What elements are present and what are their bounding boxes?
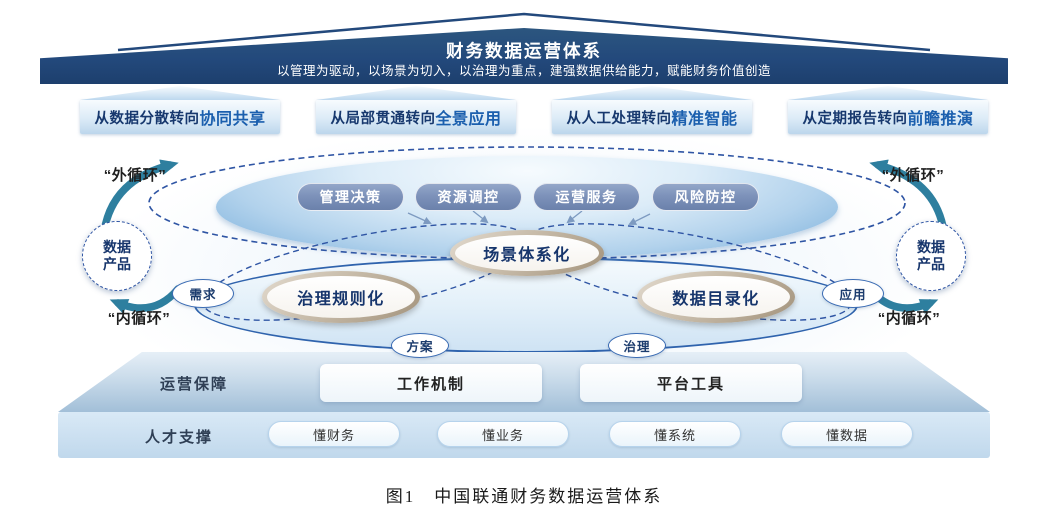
connector-governance: 治理 xyxy=(608,333,666,358)
node-scenario-systematization: 场景体系化 xyxy=(450,230,604,276)
connector-demand: 需求 xyxy=(172,279,234,308)
right-inner-cycle-label: “内循环” xyxy=(877,310,941,327)
data-product-label: 数据产品 xyxy=(103,239,131,272)
scenario-pill-operation: 运营服务 xyxy=(533,183,640,211)
transformation-bar-2: 从局部贯通转向全景应用 xyxy=(316,100,516,134)
talent-item-data: 懂数据 xyxy=(781,421,913,447)
support-item-platform-tools: 平台工具 xyxy=(580,364,802,402)
transformation-highlight: 精准智能 xyxy=(671,111,738,128)
talent-item-finance: 懂财务 xyxy=(268,421,400,447)
title-banner: 财务数据运营体系 以管理为驱动，以场景为切入，以治理为重点，建强数据供给能力，赋… xyxy=(40,28,1008,84)
connector-application: 应用 xyxy=(822,279,884,308)
scenario-pill-resource: 资源调控 xyxy=(415,183,522,211)
right-data-product-circle: 数据产品 xyxy=(896,221,966,291)
support-item-work-mechanism: 工作机制 xyxy=(320,364,542,402)
transformation-prefix: 从数据分散转向 xyxy=(94,110,200,127)
transformation-prefix: 从人工处理转向 xyxy=(566,110,672,127)
node-governance-rules: 治理规则化 xyxy=(262,271,420,323)
node-data-catalog: 数据目录化 xyxy=(637,271,795,323)
transformation-highlight: 前瞻推演 xyxy=(907,111,974,128)
figure-caption: 图1 中国联通财务数据运营体系 xyxy=(385,487,663,506)
left-inner-cycle-label: “内循环” xyxy=(107,310,171,327)
node-label: 数据目录化 xyxy=(642,276,790,318)
right-outer-cycle-label: “外循环” xyxy=(881,167,945,184)
transformation-prefix: 从局部贯通转向 xyxy=(330,110,436,127)
scenario-pill-risk: 风险防控 xyxy=(652,183,759,211)
transformation-highlight: 协同共享 xyxy=(199,111,266,128)
transformation-bar-3: 从人工处理转向精准智能 xyxy=(552,100,752,134)
diagram-title: 财务数据运营体系 xyxy=(446,41,602,61)
data-product-label: 数据产品 xyxy=(917,239,945,272)
transformation-highlight: 全景应用 xyxy=(435,111,502,128)
left-data-product-circle: 数据产品 xyxy=(82,221,152,291)
node-label: 场景体系化 xyxy=(455,235,599,271)
transformation-bar-4: 从定期报告转向前瞻推演 xyxy=(788,100,988,134)
talent-layer-label: 人才支撑 xyxy=(145,429,214,446)
talent-item-business: 懂业务 xyxy=(437,421,569,447)
transformation-prefix: 从定期报告转向 xyxy=(802,110,908,127)
talent-item-system: 懂系统 xyxy=(609,421,741,447)
support-layer-label: 运营保障 xyxy=(160,376,229,393)
connector-plan: 方案 xyxy=(391,333,449,358)
scenario-pill-management: 管理决策 xyxy=(297,183,404,211)
transformation-bar-1: 从数据分散转向协同共享 xyxy=(80,100,280,134)
diagram-subtitle: 以管理为驱动，以场景为切入，以治理为重点，建强数据供给能力，赋能财务价值创造 xyxy=(276,64,771,78)
node-label: 治理规则化 xyxy=(267,276,415,318)
left-outer-cycle-label: “外循环” xyxy=(103,167,167,184)
